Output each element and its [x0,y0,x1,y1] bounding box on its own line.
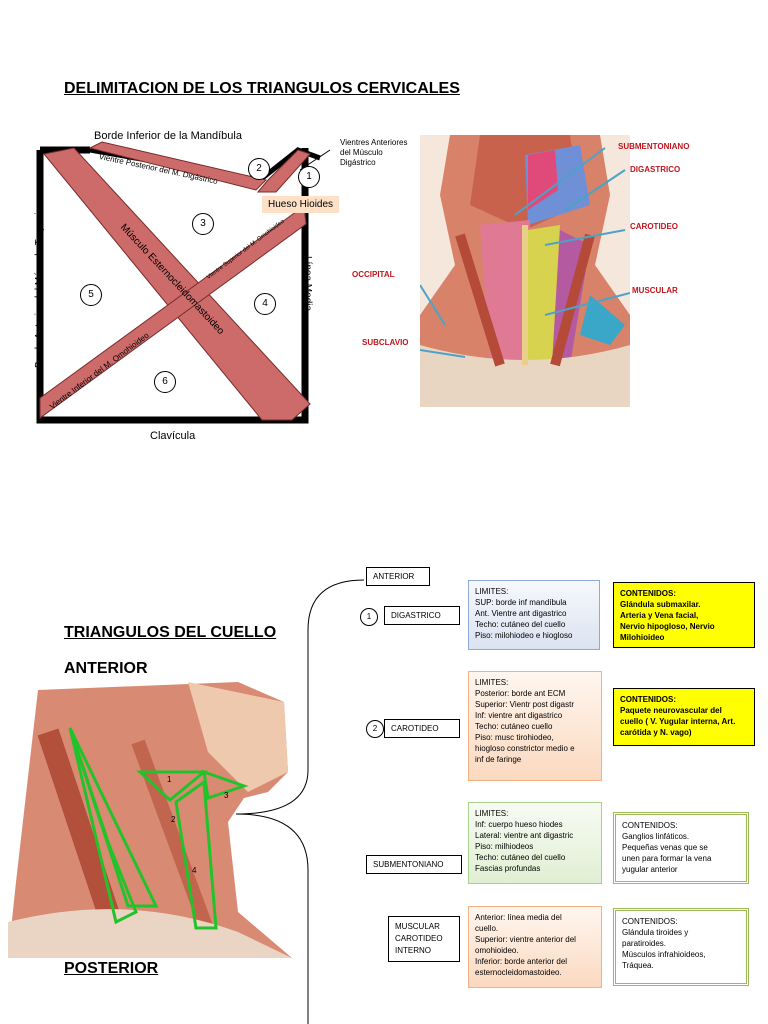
label-mandible-border: Borde Inferior de la Mandíbula [94,130,242,142]
label-clavicle: Clavícula [150,430,196,442]
label-subclavio: SUBCLAVIO [362,338,409,347]
row-name-muscular: MUSCULAR CAROTIDEO INTERNO [388,916,460,962]
triangle-number-3: 3 [192,213,214,235]
section-title: TRIANGULOS DEL CUELLO [64,624,277,641]
omohyoid-band [39,205,307,419]
scm-band [43,147,311,421]
limits-box-carotideo: LIMITES:Posterior: borde ant ECM Superio… [468,671,602,781]
label-digastrico: DIGASTRICO [630,165,681,174]
anterior-digastric-label: Vientres Anteriores del Músculo Digástri… [340,138,408,167]
triangle-number-2: 2 [248,158,270,180]
anterior-digastric-band [256,149,311,193]
label-submentoniano: SUBMENTONIANO [618,142,690,151]
triangle-number-6: 6 [154,371,176,393]
anterior-tag: ANTERIOR [366,567,430,586]
image-number-2: 2 [171,815,176,824]
label-muscular: MUSCULAR [632,286,678,295]
image-number-4: 4 [192,866,197,875]
row-number-2: 2 [366,720,384,738]
contents-box-digastrico: CONTENIDOS:Glándula submaxilar.Arteria y… [613,582,755,648]
triangle-number-1: 1 [298,166,320,188]
lateral-neck-illustration [8,682,292,958]
page-title: DELIMITACION DE LOS TRIANGULOS CERVICALE… [64,80,460,97]
diagram-frame [36,148,309,424]
posterior-heading: POSTERIOR [64,960,159,977]
contents-box-submentoniano: CONTENIDOS:Ganglios linfáticos.Pequeñas … [613,812,749,884]
label-carotideo: CAROTIDEO [630,222,678,231]
row-name-carotideo: CAROTIDEO [384,719,460,738]
image-number-1: 1 [167,775,172,784]
cervical-triangles-diagram [36,141,331,424]
bracket-connector [236,579,365,1024]
hyoid-bone-label: Hueso Hioides [262,196,340,213]
row-number-1: 1 [360,608,378,626]
image-number-3: 3 [224,791,229,800]
row-name-digastrico: DIGASTRICO [384,606,460,625]
triangle-number-5: 5 [80,284,102,306]
row-name-submentoniano: SUBMENTONIANO [366,855,462,874]
posterior-digastric-band [88,141,267,191]
anterior-heading: ANTERIOR [64,660,148,677]
label-occipital: OCCIPITAL [352,270,395,279]
triangle-number-4: 4 [254,293,276,315]
anterior-neck-illustration [420,135,630,407]
